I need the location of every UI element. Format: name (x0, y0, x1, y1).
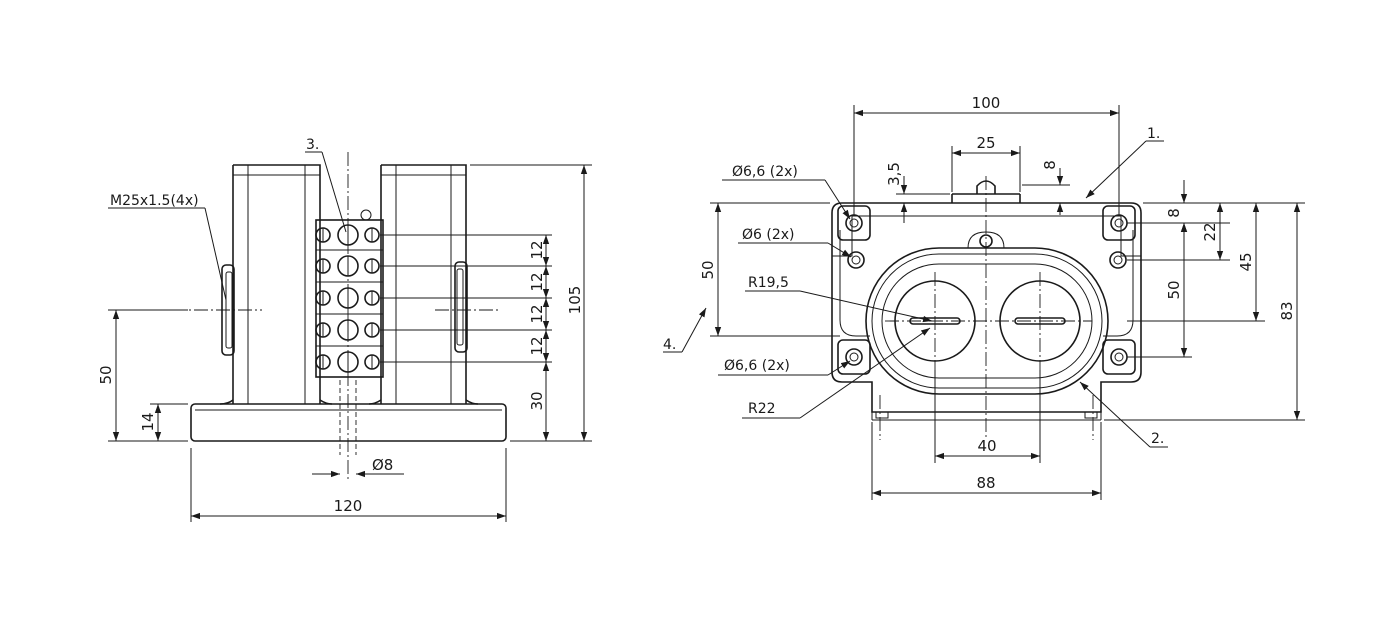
front-view: 100 25 3,5 8 50 8 50 22 (663, 94, 1305, 500)
dim-right-22: 22 (1201, 222, 1219, 241)
radius-note-inner: R19,5 (748, 275, 789, 291)
dim-pitch-1: 12 (528, 240, 546, 259)
dim-base-88: 88 (976, 474, 995, 492)
terminal-row-5 (315, 351, 380, 373)
dim-actuator-25: 25 (976, 134, 995, 152)
mount-hole-bottom-left (837, 339, 871, 375)
hole-note-bottom: Ø6,6 (2x) (724, 358, 790, 374)
item-label-1: 1. (1147, 126, 1160, 142)
dim-width-100: 100 (972, 94, 1001, 112)
item-label-4: 4. (663, 337, 676, 353)
cable-gland-right (454, 261, 468, 353)
dim-pitch-2: 12 (528, 272, 546, 291)
dim-right-45: 45 (1237, 252, 1255, 271)
hole-note-top: Ø6,6 (2x) (732, 164, 798, 180)
radius-note-outer: R22 (748, 401, 776, 417)
button-bezel-outer (865, 247, 1109, 395)
thread-callout: M25x1.5(4x) (110, 193, 199, 209)
terminal-row-3 (315, 287, 380, 309)
terminal-strip (315, 209, 384, 378)
dim-button-pitch-40: 40 (977, 437, 996, 455)
hole-note-mid: Ø6 (2x) (742, 227, 795, 243)
terminal-row-4 (315, 319, 380, 341)
dim-flange-14: 14 (139, 412, 157, 431)
right-housing-block (368, 164, 479, 405)
dim-height-105: 105 (566, 286, 584, 315)
terminal-row-1 (315, 224, 380, 246)
item-label-2: 2. (1151, 431, 1164, 447)
dim-pitch-4: 12 (528, 336, 546, 355)
dim-right-8: 8 (1165, 208, 1183, 218)
terminal-row-2 (315, 255, 380, 277)
mount-hole-mid-right (1109, 251, 1127, 269)
side-view: 120 Ø8 105 12 12 12 12 30 50 14 (97, 137, 592, 522)
dim-axis-height-50: 50 (97, 365, 115, 384)
dim-pitch-3: 12 (528, 304, 546, 323)
dim-width-120: 120 (334, 497, 363, 515)
dim-right-50: 50 (1165, 280, 1183, 299)
dim-base-to-row: 30 (528, 391, 546, 410)
dim-bore-diameter: Ø8 (372, 456, 393, 474)
base-flange (190, 403, 507, 442)
mount-hole-mid-left (847, 251, 865, 269)
dim-3-5: 3,5 (885, 162, 903, 186)
dim-left-50: 50 (699, 260, 717, 279)
dim-right-83: 83 (1278, 301, 1296, 320)
dim-8-top: 8 (1041, 160, 1059, 170)
item-label-3: 3. (306, 137, 319, 153)
